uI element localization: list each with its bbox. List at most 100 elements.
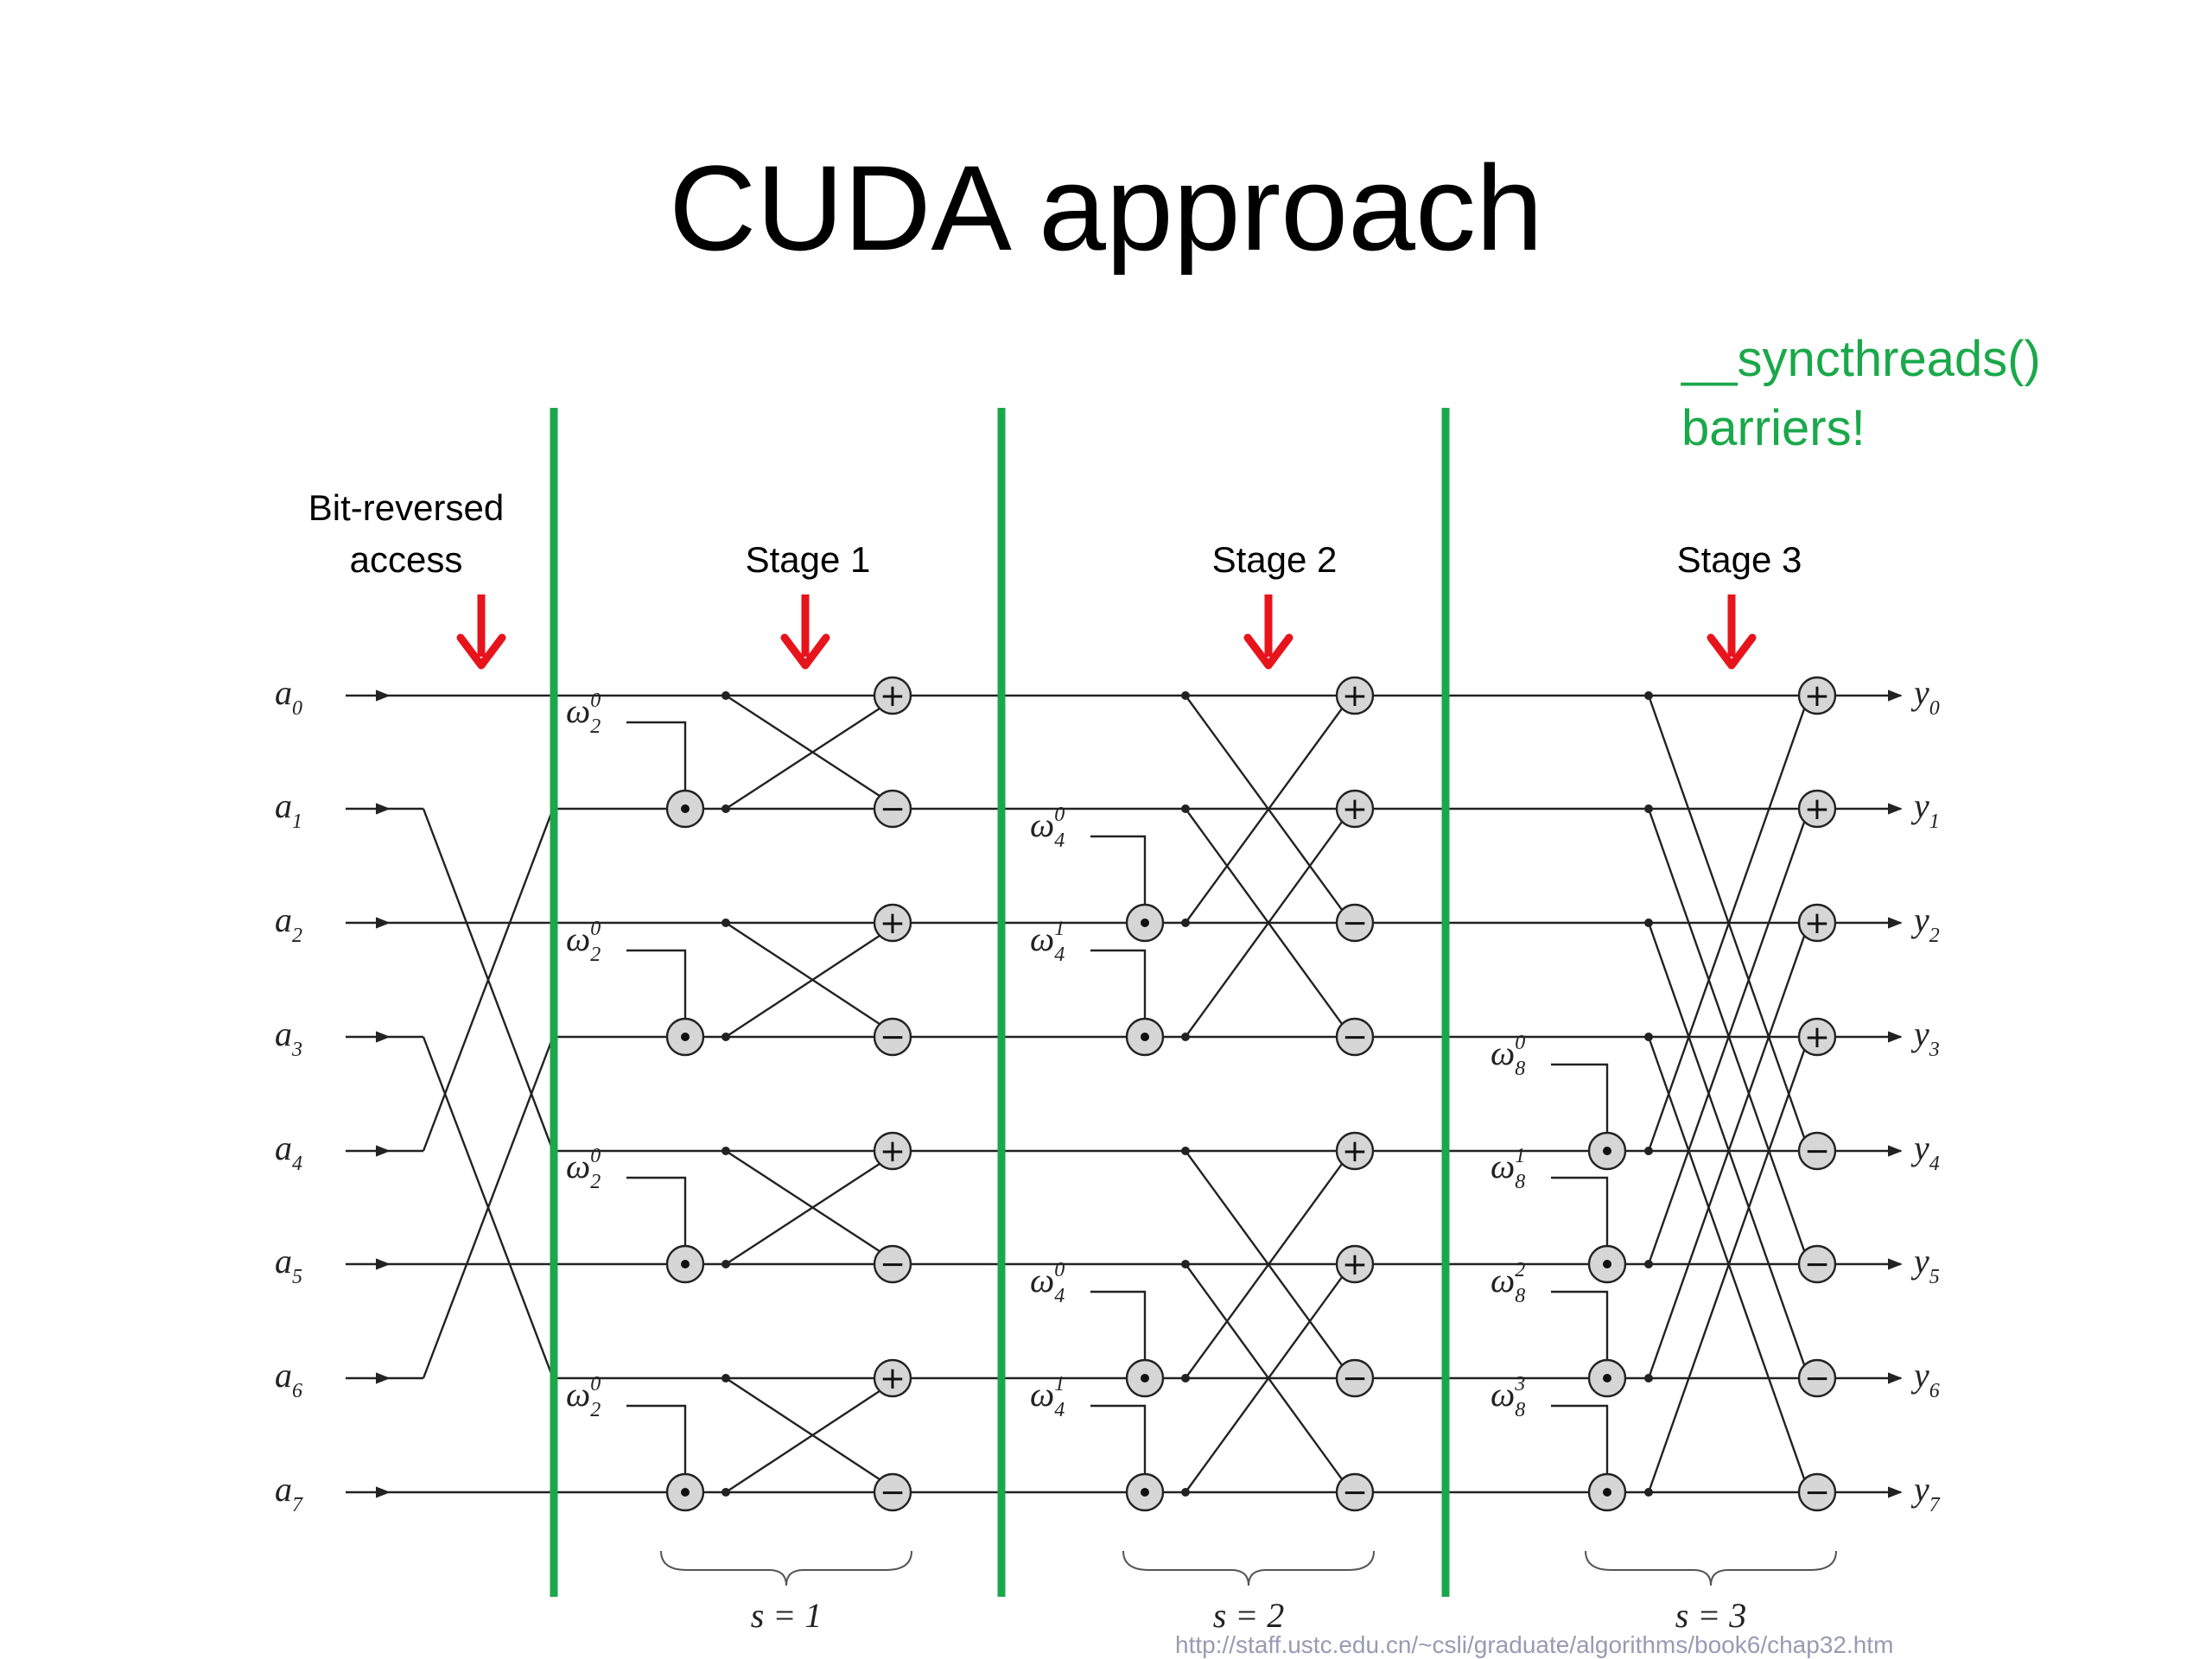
stage2-twiddle-3-label: ω41 xyxy=(1030,918,1065,966)
stage3-twiddle-4-wire xyxy=(1551,1063,1609,1133)
stage3-sum-node-0 xyxy=(1797,676,1837,715)
output-label-y7: y7 xyxy=(1910,1470,1941,1516)
stage3-sum-node-4 xyxy=(1797,1131,1837,1171)
stage3-junction-1 xyxy=(1644,804,1653,813)
stage1-sum-node-4-sign: + xyxy=(880,1134,906,1169)
stage1-cross-0 xyxy=(725,694,880,798)
stage3-label: Stage 3 xyxy=(1676,539,1802,580)
stage2-cross-5 xyxy=(1185,1263,1344,1481)
bit-reversed-label-line1: Bit-reversed xyxy=(308,487,505,528)
stage1-twiddle-1-label: ω20 xyxy=(566,690,601,738)
stage3-sum-node-4-sign: − xyxy=(1804,1134,1830,1169)
stage3-junction-0 xyxy=(1644,691,1653,700)
stage1-label: Stage 1 xyxy=(745,539,871,580)
stage1-cross-2 xyxy=(725,921,880,1026)
stage2-sum-node-6-sign: − xyxy=(1342,1361,1368,1396)
stage1-mul-node-5-dot xyxy=(681,1260,690,1268)
syncthreads-note-line1: __syncthreads() xyxy=(1681,331,2041,387)
input-label-a2: a2 xyxy=(275,900,302,947)
output-label-y6: y6 xyxy=(1910,1356,1940,1402)
stage1-mul-node-1-dot xyxy=(681,804,690,813)
stage1-sum-node-7 xyxy=(873,1472,912,1512)
stage3-twiddle-5-label: ω81 xyxy=(1491,1145,1525,1193)
stage2-sum-node-5 xyxy=(1335,1244,1375,1284)
output-label-y5: y5 xyxy=(1910,1242,1940,1288)
input-label-a1: a1 xyxy=(275,786,302,833)
stage2-cross-7 xyxy=(1185,1275,1344,1493)
stage2-sum-node-3 xyxy=(1335,1017,1375,1057)
stage2-twiddle-2-wire xyxy=(1090,835,1147,905)
stage1-twiddle-7-wire xyxy=(626,1404,687,1474)
stage1-sum-node-3 xyxy=(873,1017,912,1057)
input-label-a6: a6 xyxy=(275,1356,302,1402)
stage2-cross-6 xyxy=(1185,1162,1344,1379)
stage3-twiddle-6-label: ω82 xyxy=(1491,1259,1525,1307)
stage2-brace xyxy=(1122,1550,1375,1586)
barriers-layer xyxy=(550,408,1450,1597)
stage3-mul-node-5-dot xyxy=(1603,1260,1611,1268)
stage1-sum-node-0-sign: + xyxy=(880,678,906,714)
stage2-s-label: s = 2 xyxy=(1213,1596,1285,1635)
stage1-junction-5 xyxy=(721,1260,730,1268)
stage2-cross-4 xyxy=(1185,1150,1344,1367)
stage1-sum-node-4 xyxy=(873,1131,912,1171)
stage1-junction-0 xyxy=(721,691,730,700)
stage1-sum-node-3-sign: − xyxy=(880,1020,906,1055)
stage2-sum-node-2-sign: − xyxy=(1342,906,1368,941)
stage2-sum-node-5-sign: + xyxy=(1342,1247,1368,1282)
stage3-cross-3 xyxy=(1647,1036,1806,1480)
stage1-sum-node-1 xyxy=(873,789,912,829)
stage2-sum-node-4-sign: + xyxy=(1342,1134,1368,1169)
stage3-junction-2 xyxy=(1644,918,1653,927)
stage2-junction-6 xyxy=(1181,1374,1190,1382)
stage3-junction-4 xyxy=(1644,1147,1653,1155)
stage3-cross-7 xyxy=(1647,1049,1806,1493)
stage3-sum-node-3 xyxy=(1797,1017,1837,1057)
stage1-sum-node-5-sign: − xyxy=(880,1247,906,1282)
stage2-junction-3 xyxy=(1181,1033,1190,1041)
stage1-twiddle-5-wire xyxy=(626,1176,687,1246)
red-arrow-2-head xyxy=(780,633,830,670)
stage3-sum-node-7-sign: − xyxy=(1804,1475,1830,1510)
stage1-twiddle-7-label: ω20 xyxy=(566,1373,601,1421)
red-arrow-1-head xyxy=(456,633,506,670)
stage2-twiddle-7-label: ω41 xyxy=(1030,1373,1065,1421)
stage2-sum-node-3-sign: − xyxy=(1342,1020,1368,1055)
stage3-cross-1 xyxy=(1647,808,1806,1252)
stage3-twiddle-4-label: ω80 xyxy=(1491,1032,1525,1080)
stage3-sum-node-2 xyxy=(1797,903,1837,943)
stage3-cross-4 xyxy=(1647,708,1806,1152)
stage2-junction-2 xyxy=(1181,918,1190,927)
stage1-junction-2 xyxy=(721,918,730,927)
output-label-y1: y1 xyxy=(1910,786,1940,833)
stage2-sum-node-6 xyxy=(1335,1358,1375,1398)
stage1-sum-node-7-sign: − xyxy=(880,1475,906,1510)
stage1-s-label: s = 1 xyxy=(751,1596,823,1635)
stage3-brace xyxy=(1585,1550,1837,1586)
stage3-cross-5 xyxy=(1647,821,1806,1265)
stage1-cross-3 xyxy=(725,934,880,1039)
stage2-sum-node-4 xyxy=(1335,1131,1375,1171)
stage3-cross-0 xyxy=(1647,695,1806,1139)
red-arrow-4-head xyxy=(1707,633,1757,670)
stage3-cross-2 xyxy=(1647,922,1806,1366)
stage3-twiddle-7-label: ω83 xyxy=(1491,1373,1525,1421)
stage1-brace xyxy=(660,1550,912,1586)
stage2-cross-3 xyxy=(1185,820,1344,1038)
stage2-mul-node-6-dot xyxy=(1141,1374,1149,1382)
stage3-sum-node-6-sign: − xyxy=(1804,1361,1830,1396)
stage3-twiddle-5-wire xyxy=(1551,1176,1609,1246)
stage1-junction-7 xyxy=(721,1488,730,1497)
stage3-junction-3 xyxy=(1644,1033,1653,1041)
stage3-twiddle-6-wire xyxy=(1551,1290,1609,1360)
input-label-a5: a5 xyxy=(275,1242,302,1288)
stage2-junction-1 xyxy=(1181,804,1190,813)
bitrev-wire-6 xyxy=(422,1036,555,1379)
stage3-sum-node-2-sign: + xyxy=(1804,906,1830,941)
stage3-mul-node-7-dot xyxy=(1603,1488,1611,1497)
red-arrows-layer xyxy=(456,594,1757,670)
stage1-sum-node-2 xyxy=(873,903,912,943)
stage1-cross-7 xyxy=(725,1389,880,1494)
stage2-junction-0 xyxy=(1181,691,1190,700)
output-label-y3: y3 xyxy=(1910,1014,1940,1061)
